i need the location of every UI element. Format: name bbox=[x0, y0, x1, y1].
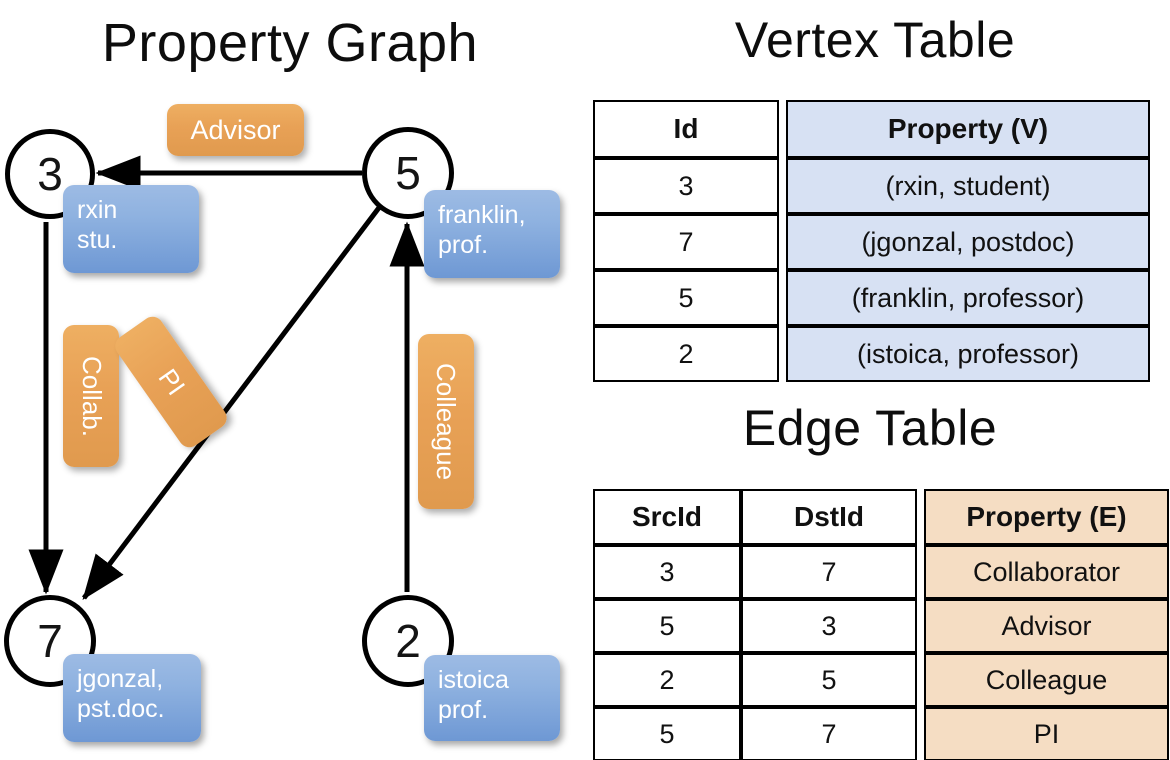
table-row: 3 (rxin, student) bbox=[593, 158, 1150, 214]
edge-row-3-dst: 7 bbox=[741, 707, 917, 760]
column-separator bbox=[917, 599, 924, 653]
edge-row-2-property: Colleague bbox=[924, 653, 1169, 707]
graph-node-5[interactable]: 5 bbox=[362, 127, 454, 219]
vertex-row-1-property: (jgonzal, postdoc) bbox=[786, 214, 1150, 270]
vertex-property-jgonzal-line1: jgonzal, bbox=[77, 665, 164, 693]
page-title-vertex-table: Vertex Table bbox=[734, 12, 1016, 68]
edge-table-header-dstid: DstId bbox=[741, 489, 917, 545]
vertex-row-3-id: 2 bbox=[593, 326, 779, 382]
edge-arrow-5-to-7 bbox=[82, 203, 383, 600]
graph-node-7-label: 7 bbox=[37, 615, 63, 667]
edge-label-advisor-text: Advisor bbox=[190, 114, 281, 145]
edge-row-0-property: Collaborator bbox=[924, 545, 1169, 599]
vertex-property-franklin-line2: prof. bbox=[438, 231, 489, 259]
vertex-row-0-property: (rxin, student) bbox=[786, 158, 1150, 214]
vertex-property-istoica-line1: istoica bbox=[438, 666, 509, 694]
column-separator bbox=[779, 214, 786, 270]
edge-table-header-srcid: SrcId bbox=[593, 489, 741, 545]
graph-node-2-label: 2 bbox=[395, 615, 421, 667]
edge-label-collab-text: Collab. bbox=[76, 355, 107, 437]
vertex-property-callout-istoica: istoica prof. bbox=[424, 655, 560, 741]
vertex-property-rxin-line2: stu. bbox=[77, 226, 118, 254]
edge-row-2-dst: 5 bbox=[741, 653, 917, 707]
edge-row-1-property: Advisor bbox=[924, 599, 1169, 653]
vertex-property-callout-franklin: franklin, prof. bbox=[424, 190, 560, 278]
vertex-property-callout-rxin: rxin stu. bbox=[63, 185, 199, 273]
graph-node-3-label: 3 bbox=[37, 148, 63, 200]
table-row: 3 7 Collaborator bbox=[593, 545, 1169, 599]
edge-label-colleague: Colleague bbox=[418, 334, 474, 509]
vertex-property-rxin-line1: rxin bbox=[77, 196, 118, 224]
column-separator bbox=[917, 545, 924, 599]
edge-table-header-row: SrcId DstId Property (E) bbox=[593, 489, 1169, 545]
edge-table: SrcId DstId Property (E) 3 7 Collaborato… bbox=[593, 489, 1169, 760]
edge-label-advisor: Advisor bbox=[167, 104, 304, 156]
table-row: 2 5 Colleague bbox=[593, 653, 1169, 707]
column-separator bbox=[917, 489, 924, 545]
column-separator bbox=[779, 158, 786, 214]
page-title-edge-table: Edge Table bbox=[742, 400, 998, 456]
column-separator bbox=[779, 100, 786, 158]
table-row: 2 (istoica, professor) bbox=[593, 326, 1150, 382]
edge-row-0-src: 3 bbox=[593, 545, 741, 599]
page-title-property-graph: Property Graph bbox=[101, 13, 479, 73]
table-row: 7 (jgonzal, postdoc) bbox=[593, 214, 1150, 270]
vertex-property-callout-jgonzal: jgonzal, pst.doc. bbox=[63, 654, 201, 742]
vertex-row-3-property: (istoica, professor) bbox=[786, 326, 1150, 382]
graph-node-2[interactable]: 2 bbox=[362, 595, 454, 687]
vertex-row-2-property: (franklin, professor) bbox=[786, 270, 1150, 326]
edge-row-3-property: PI bbox=[924, 707, 1169, 760]
edge-row-3-src: 5 bbox=[593, 707, 741, 760]
table-row: 5 3 Advisor bbox=[593, 599, 1169, 653]
vertex-property-jgonzal-line2: pst.doc. bbox=[77, 695, 165, 723]
vertex-property-franklin-line1: franklin, bbox=[438, 201, 526, 229]
column-separator bbox=[917, 653, 924, 707]
vertex-row-2-id: 5 bbox=[593, 270, 779, 326]
column-separator bbox=[779, 326, 786, 382]
graph-edges-layer bbox=[28, 155, 425, 600]
edge-label-collab: Collab. bbox=[63, 325, 119, 467]
column-separator bbox=[779, 270, 786, 326]
vertex-row-1-id: 7 bbox=[593, 214, 779, 270]
column-separator bbox=[917, 707, 924, 760]
edge-row-1-src: 5 bbox=[593, 599, 741, 653]
vertex-property-istoica-line2: prof. bbox=[438, 696, 489, 724]
edge-row-2-src: 2 bbox=[593, 653, 741, 707]
edge-label-colleague-text: Colleague bbox=[431, 362, 462, 481]
edge-table-header-property: Property (E) bbox=[924, 489, 1169, 545]
edge-row-1-dst: 3 bbox=[741, 599, 917, 653]
vertex-table: Id Property (V) 3 (rxin, student) 7 (jgo… bbox=[593, 100, 1150, 382]
edge-row-0-dst: 7 bbox=[741, 545, 917, 599]
edge-label-pi-text: PI bbox=[152, 363, 191, 401]
graph-node-5-label: 5 bbox=[395, 147, 421, 199]
vertex-table-header-id: Id bbox=[593, 100, 779, 158]
table-row: 5 7 PI bbox=[593, 707, 1169, 760]
table-row: 5 (franklin, professor) bbox=[593, 270, 1150, 326]
vertex-row-0-id: 3 bbox=[593, 158, 779, 214]
vertex-table-header-property: Property (V) bbox=[786, 100, 1150, 158]
vertex-table-header-row: Id Property (V) bbox=[593, 100, 1150, 158]
